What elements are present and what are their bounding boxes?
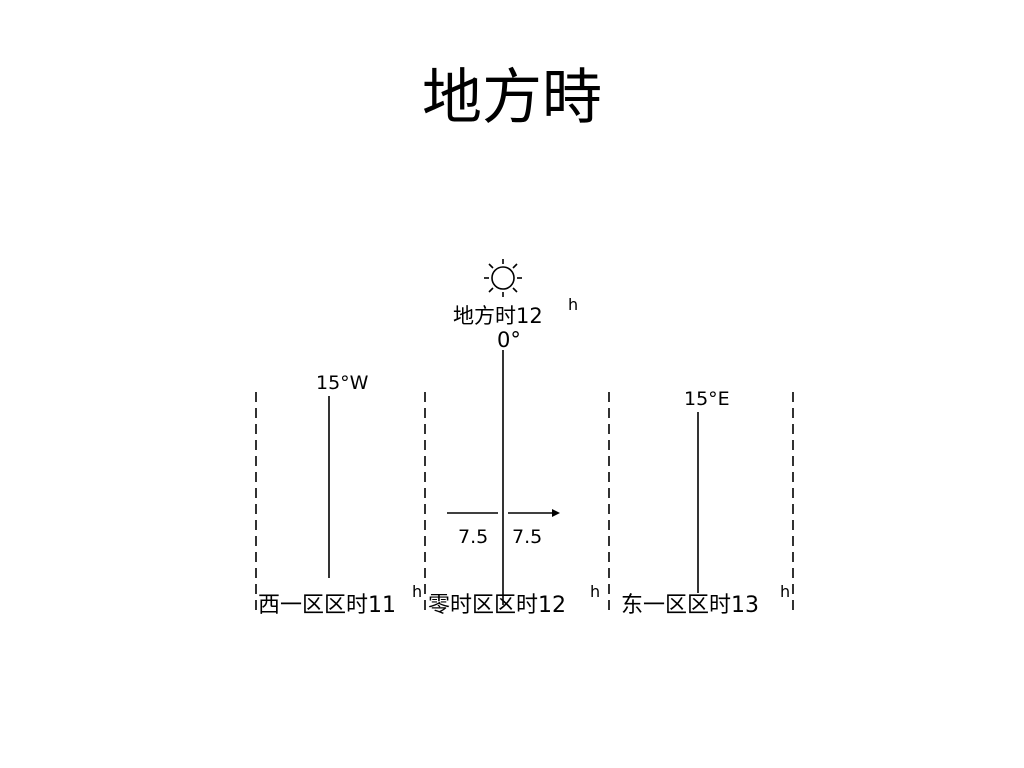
local-time-label: 地方时12 [453,304,543,328]
sun-icon [484,259,522,297]
page-title: 地方時 [422,63,602,133]
zone-zero-sup: h [590,582,601,601]
zone-east-1-label: 东一区区时13 [621,593,759,618]
zone-west-1-label: 西一区区时11 [258,593,396,618]
meridian-0-label: 0° [497,328,521,352]
meridian-15w-label: 15°W [316,372,369,394]
zone-west-1-sup: h [412,582,423,601]
rotation-arrow [447,509,560,517]
zone-east-1-sup: h [780,582,791,601]
zone-zero-label: 零时区区时12 [428,593,566,618]
half-zone-right-label: 7.5 [512,526,543,548]
meridian-15e-label: 15°E [684,388,730,410]
local-time-sup: h [568,295,579,314]
half-zone-left-label: 7.5 [458,526,489,548]
